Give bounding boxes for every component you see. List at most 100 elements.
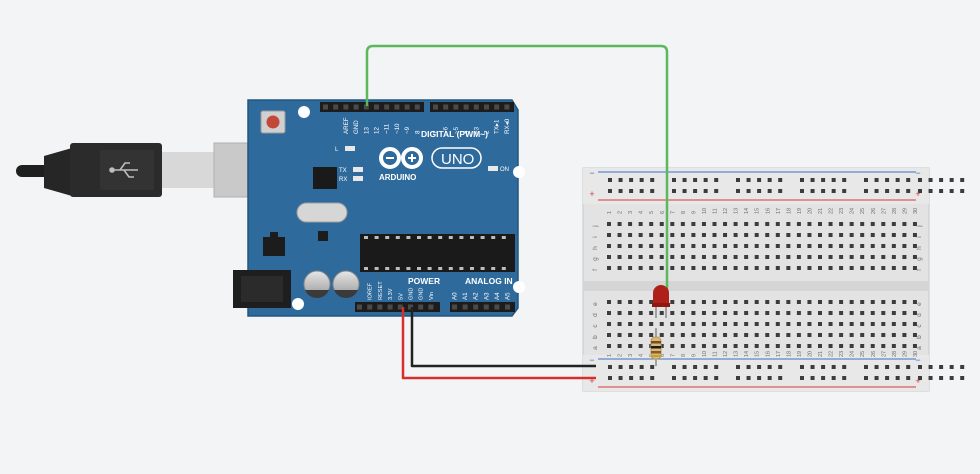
breadboard-hole[interactable] xyxy=(796,222,801,226)
breadboard-hole[interactable] xyxy=(807,222,812,226)
breadboard-hole[interactable] xyxy=(639,178,644,182)
breadboard-hole[interactable] xyxy=(712,244,717,248)
breadboard-hole[interactable] xyxy=(849,233,854,237)
breadboard-hole[interactable] xyxy=(902,255,907,259)
breadboard-hole[interactable] xyxy=(650,178,655,182)
breadboard-hole[interactable] xyxy=(744,255,749,259)
breadboard-hole[interactable] xyxy=(628,233,633,237)
breadboard-hole[interactable] xyxy=(649,311,654,315)
breadboard-hole[interactable] xyxy=(796,244,801,248)
breadboard-hole[interactable] xyxy=(800,178,804,182)
breadboard-hole[interactable] xyxy=(618,376,623,380)
header-pin-hole[interactable] xyxy=(323,104,328,110)
breadboard-hole[interactable] xyxy=(618,365,623,369)
breadboard-hole[interactable] xyxy=(902,222,907,226)
breadboard-hole[interactable] xyxy=(775,322,780,326)
breadboard-hole[interactable] xyxy=(691,311,696,315)
breadboard-hole[interactable] xyxy=(800,365,804,369)
breadboard-hole[interactable] xyxy=(912,233,917,237)
breadboard-hole[interactable] xyxy=(864,365,868,369)
breadboard-hole[interactable] xyxy=(874,365,879,369)
breadboard-hole[interactable] xyxy=(638,300,643,304)
breadboard-hole[interactable] xyxy=(775,244,780,248)
breadboard-hole[interactable] xyxy=(807,311,812,315)
breadboard-hole[interactable] xyxy=(807,333,812,337)
breadboard-hole[interactable] xyxy=(607,333,611,337)
breadboard-hole[interactable] xyxy=(860,311,865,315)
breadboard-hole[interactable] xyxy=(712,344,717,348)
breadboard-hole[interactable] xyxy=(891,255,896,259)
breadboard-hole[interactable] xyxy=(680,300,685,304)
header-pin-hole[interactable] xyxy=(453,104,459,110)
breadboard-hole[interactable] xyxy=(842,178,847,182)
breadboard-hole[interactable] xyxy=(714,376,719,380)
breadboard-hole[interactable] xyxy=(607,266,611,270)
breadboard-hole[interactable] xyxy=(754,266,759,270)
breadboard-hole[interactable] xyxy=(891,222,896,226)
breadboard-hole[interactable] xyxy=(949,178,954,182)
header-pin-hole[interactable] xyxy=(397,304,403,310)
header-pin-hole[interactable] xyxy=(473,304,479,310)
breadboard-hole[interactable] xyxy=(736,178,740,182)
breadboard-hole[interactable] xyxy=(767,178,772,182)
breadboard-hole[interactable] xyxy=(818,222,822,226)
breadboard-hole[interactable] xyxy=(638,344,643,348)
header-pin-hole[interactable] xyxy=(414,104,420,110)
breadboard-hole[interactable] xyxy=(691,222,696,226)
breadboard-hole[interactable] xyxy=(807,344,812,348)
breadboard-hole[interactable] xyxy=(870,222,875,226)
breadboard-hole[interactable] xyxy=(701,333,706,337)
breadboard-hole[interactable] xyxy=(939,365,944,369)
header-pin-hole[interactable] xyxy=(428,304,434,310)
breadboard-hole[interactable] xyxy=(703,376,708,380)
breadboard-hole[interactable] xyxy=(693,376,698,380)
breadboard-hole[interactable] xyxy=(629,365,634,369)
breadboard-hole[interactable] xyxy=(638,322,643,326)
breadboard-hole[interactable] xyxy=(650,189,655,193)
breadboard-hole[interactable] xyxy=(744,311,749,315)
breadboard-hole[interactable] xyxy=(912,333,917,337)
breadboard-hole[interactable] xyxy=(870,333,875,337)
breadboard-hole[interactable] xyxy=(649,322,654,326)
breadboard-hole[interactable] xyxy=(670,266,675,270)
breadboard-hole[interactable] xyxy=(839,244,844,248)
breadboard-hole[interactable] xyxy=(649,255,654,259)
breadboard-hole[interactable] xyxy=(870,344,875,348)
breadboard-hole[interactable] xyxy=(691,322,696,326)
breadboard-hole[interactable] xyxy=(701,266,706,270)
breadboard-hole[interactable] xyxy=(712,333,717,337)
breadboard-hole[interactable] xyxy=(701,222,706,226)
breadboard-hole[interactable] xyxy=(860,344,865,348)
header-pin-hole[interactable] xyxy=(353,104,359,110)
breadboard-hole[interactable] xyxy=(796,266,801,270)
breadboard-hole[interactable] xyxy=(754,300,759,304)
breadboard-hole[interactable] xyxy=(810,189,815,193)
breadboard-hole[interactable] xyxy=(765,222,770,226)
breadboard-hole[interactable] xyxy=(608,376,612,380)
breadboard-hole[interactable] xyxy=(659,344,664,348)
breadboard-hole[interactable] xyxy=(617,255,622,259)
breadboard-hole[interactable] xyxy=(912,344,917,348)
breadboard-hole[interactable] xyxy=(765,244,770,248)
breadboard-hole[interactable] xyxy=(939,376,944,380)
breadboard-hole[interactable] xyxy=(786,300,791,304)
breadboard-hole[interactable] xyxy=(786,233,791,237)
breadboard-hole[interactable] xyxy=(744,333,749,337)
breadboard-hole[interactable] xyxy=(744,222,749,226)
breadboard-hole[interactable] xyxy=(860,300,865,304)
breadboard-hole[interactable] xyxy=(902,244,907,248)
breadboard-hole[interactable] xyxy=(691,333,696,337)
breadboard-hole[interactable] xyxy=(870,322,875,326)
breadboard-hole[interactable] xyxy=(828,222,833,226)
breadboard-hole[interactable] xyxy=(796,311,801,315)
breadboard-hole[interactable] xyxy=(628,255,633,259)
breadboard-hole[interactable] xyxy=(839,322,844,326)
breadboard-hole[interactable] xyxy=(754,344,759,348)
breadboard-hole[interactable] xyxy=(672,189,676,193)
breadboard-hole[interactable] xyxy=(778,376,783,380)
breadboard-hole[interactable] xyxy=(617,233,622,237)
breadboard-hole[interactable] xyxy=(723,344,728,348)
breadboard-hole[interactable] xyxy=(891,233,896,237)
breadboard-hole[interactable] xyxy=(680,322,685,326)
breadboard-hole[interactable] xyxy=(736,365,740,369)
